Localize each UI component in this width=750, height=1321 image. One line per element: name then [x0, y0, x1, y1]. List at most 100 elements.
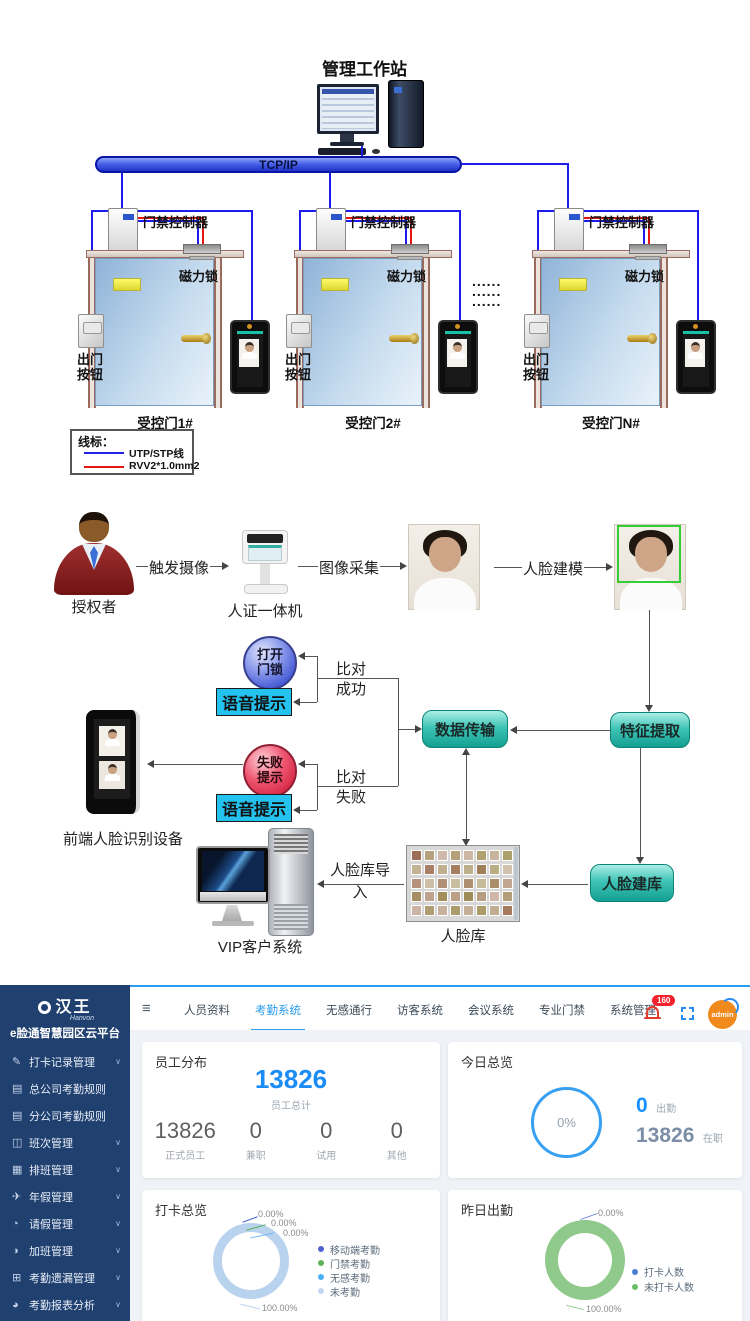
access-controller: [554, 208, 584, 252]
line: [320, 884, 404, 885]
yesterday-legend: 打卡人数 未打卡人数: [632, 1264, 694, 1294]
wire: [138, 210, 253, 212]
fullscreen-icon[interactable]: [681, 1007, 694, 1020]
wire: [138, 217, 204, 219]
maglock-device: [629, 244, 667, 254]
tcpip-label: TCP/IP: [259, 157, 298, 172]
door-frame-top: [294, 250, 452, 258]
arrowhead: [298, 760, 305, 768]
arrowhead: [293, 698, 300, 706]
line: [296, 810, 317, 811]
line: [524, 884, 588, 885]
sidebar-item-hq-rules[interactable]: ▤总公司考勤规则: [12, 1083, 106, 1096]
sidebar-item-report-analysis[interactable]: ◕考勤报表分析∨: [12, 1298, 121, 1312]
vip-monitor-stand: [222, 905, 242, 921]
wire: [584, 217, 650, 219]
tab-attendance[interactable]: 考勤系统: [251, 988, 305, 1032]
legend-dot: [318, 1274, 324, 1280]
line: [466, 752, 467, 842]
sidebar-item-annual-leave[interactable]: ✈年假管理∨: [12, 1191, 121, 1204]
door-handle: [627, 333, 657, 344]
avatar[interactable]: admin: [708, 998, 739, 1029]
tab-meeting[interactable]: 会议系统: [468, 1004, 514, 1017]
door-sign: [321, 278, 349, 291]
vip-tower-icon: [268, 828, 314, 936]
line: [649, 610, 650, 708]
slice-label: 100.00%: [586, 1304, 622, 1314]
wire: [91, 210, 108, 212]
wire: [299, 210, 316, 212]
sidebar-item-leave-mgmt[interactable]: ◔请假管理∨: [12, 1217, 121, 1231]
wire: [346, 210, 461, 212]
tab-visitor[interactable]: 访客系统: [397, 1004, 443, 1017]
keyboard-icon: [318, 148, 366, 155]
maglock-plate: [397, 256, 423, 260]
sidebar-item-punch-records[interactable]: ✎打卡记录管理∨: [12, 1056, 121, 1069]
today-attendance: 0 出勤: [636, 1094, 677, 1117]
wire: [462, 163, 568, 165]
leader-line: [580, 1212, 598, 1221]
door-label: 受控门1#: [137, 416, 193, 431]
ring-percent: 0%: [557, 1115, 576, 1130]
wire: [197, 220, 199, 246]
wire: [537, 210, 554, 212]
grid-icon: ⊞: [12, 1272, 22, 1284]
face-reader-device: [676, 320, 716, 394]
line: [301, 656, 317, 657]
door-frame-top: [532, 250, 690, 258]
tab-personnel[interactable]: 人员资料: [184, 1004, 230, 1017]
sidebar-item-shift-mgmt[interactable]: ◫班次管理∨: [12, 1137, 121, 1150]
face-modeling-label: 人脸建模: [522, 558, 585, 579]
line: [514, 730, 610, 731]
face-db-build-node: 人脸建库: [590, 864, 674, 902]
tab-seamless-pass[interactable]: 无感通行: [326, 1004, 372, 1017]
front-device-label: 前端人脸识别设备: [62, 831, 183, 848]
legend-item: 未考勤: [318, 1284, 380, 1299]
wire: [648, 217, 650, 246]
legend-dot: [318, 1288, 324, 1294]
wire: [567, 163, 569, 208]
slice-label: 0.00%: [598, 1208, 624, 1218]
wire: [643, 220, 645, 246]
notification-badge: 160: [652, 995, 676, 1006]
maglock-label: 磁力锁: [179, 269, 219, 284]
tab-access-control[interactable]: 专业门禁: [539, 1004, 585, 1017]
maglock-label: 磁力锁: [625, 269, 665, 284]
card-title: 今日总览: [461, 1055, 514, 1070]
vip-monitor-icon: [196, 846, 270, 904]
today-onduty: 13826 在职: [636, 1124, 723, 1147]
door-sign: [113, 278, 141, 291]
notification-bell-icon[interactable]: [644, 1006, 661, 1019]
sidebar-item-schedule-mgmt[interactable]: ▦排班管理∨: [12, 1164, 121, 1177]
line: [301, 764, 317, 765]
pie-icon: ◕: [12, 1298, 19, 1311]
arrowhead: [415, 725, 422, 733]
menu-toggle-icon[interactable]: ≡: [142, 1000, 151, 1017]
sidebar-item-overtime-mgmt[interactable]: ◑加班管理∨: [12, 1244, 121, 1258]
match-fail-label: 比对失败: [336, 769, 367, 806]
sidebar-item-missed-attendance[interactable]: ⊞考勤遗漏管理∨: [12, 1272, 121, 1285]
sidebar-item-branch-rules[interactable]: ▤分公司考勤规则: [12, 1110, 106, 1123]
mouse-icon: [372, 149, 380, 154]
arrowhead: [462, 839, 470, 846]
exit-button-label: 出门按钮: [77, 352, 104, 382]
yesterday-donut-chart: [545, 1220, 625, 1300]
wire: [251, 210, 253, 320]
brand-logo[interactable]: 汉王 Hanvon: [0, 993, 130, 1022]
wire: [584, 220, 645, 222]
rules-icon: ▤: [12, 1083, 23, 1095]
workstation-title: 管理工作站: [322, 60, 407, 79]
line: [150, 764, 243, 765]
card-punch-overview: 打卡总览 0.00% 0.00% 0.00% 100.00% 移动端考勤 门禁考…: [142, 1190, 440, 1321]
door-handle: [181, 333, 211, 344]
tab-system[interactable]: 系统管理: [610, 1004, 656, 1017]
legend-utp-label: UTP/STP线: [129, 448, 184, 460]
exit-button-device: [286, 314, 312, 348]
monitor-stand: [340, 134, 354, 142]
wire: [361, 146, 363, 156]
reader-photo: [447, 339, 467, 367]
